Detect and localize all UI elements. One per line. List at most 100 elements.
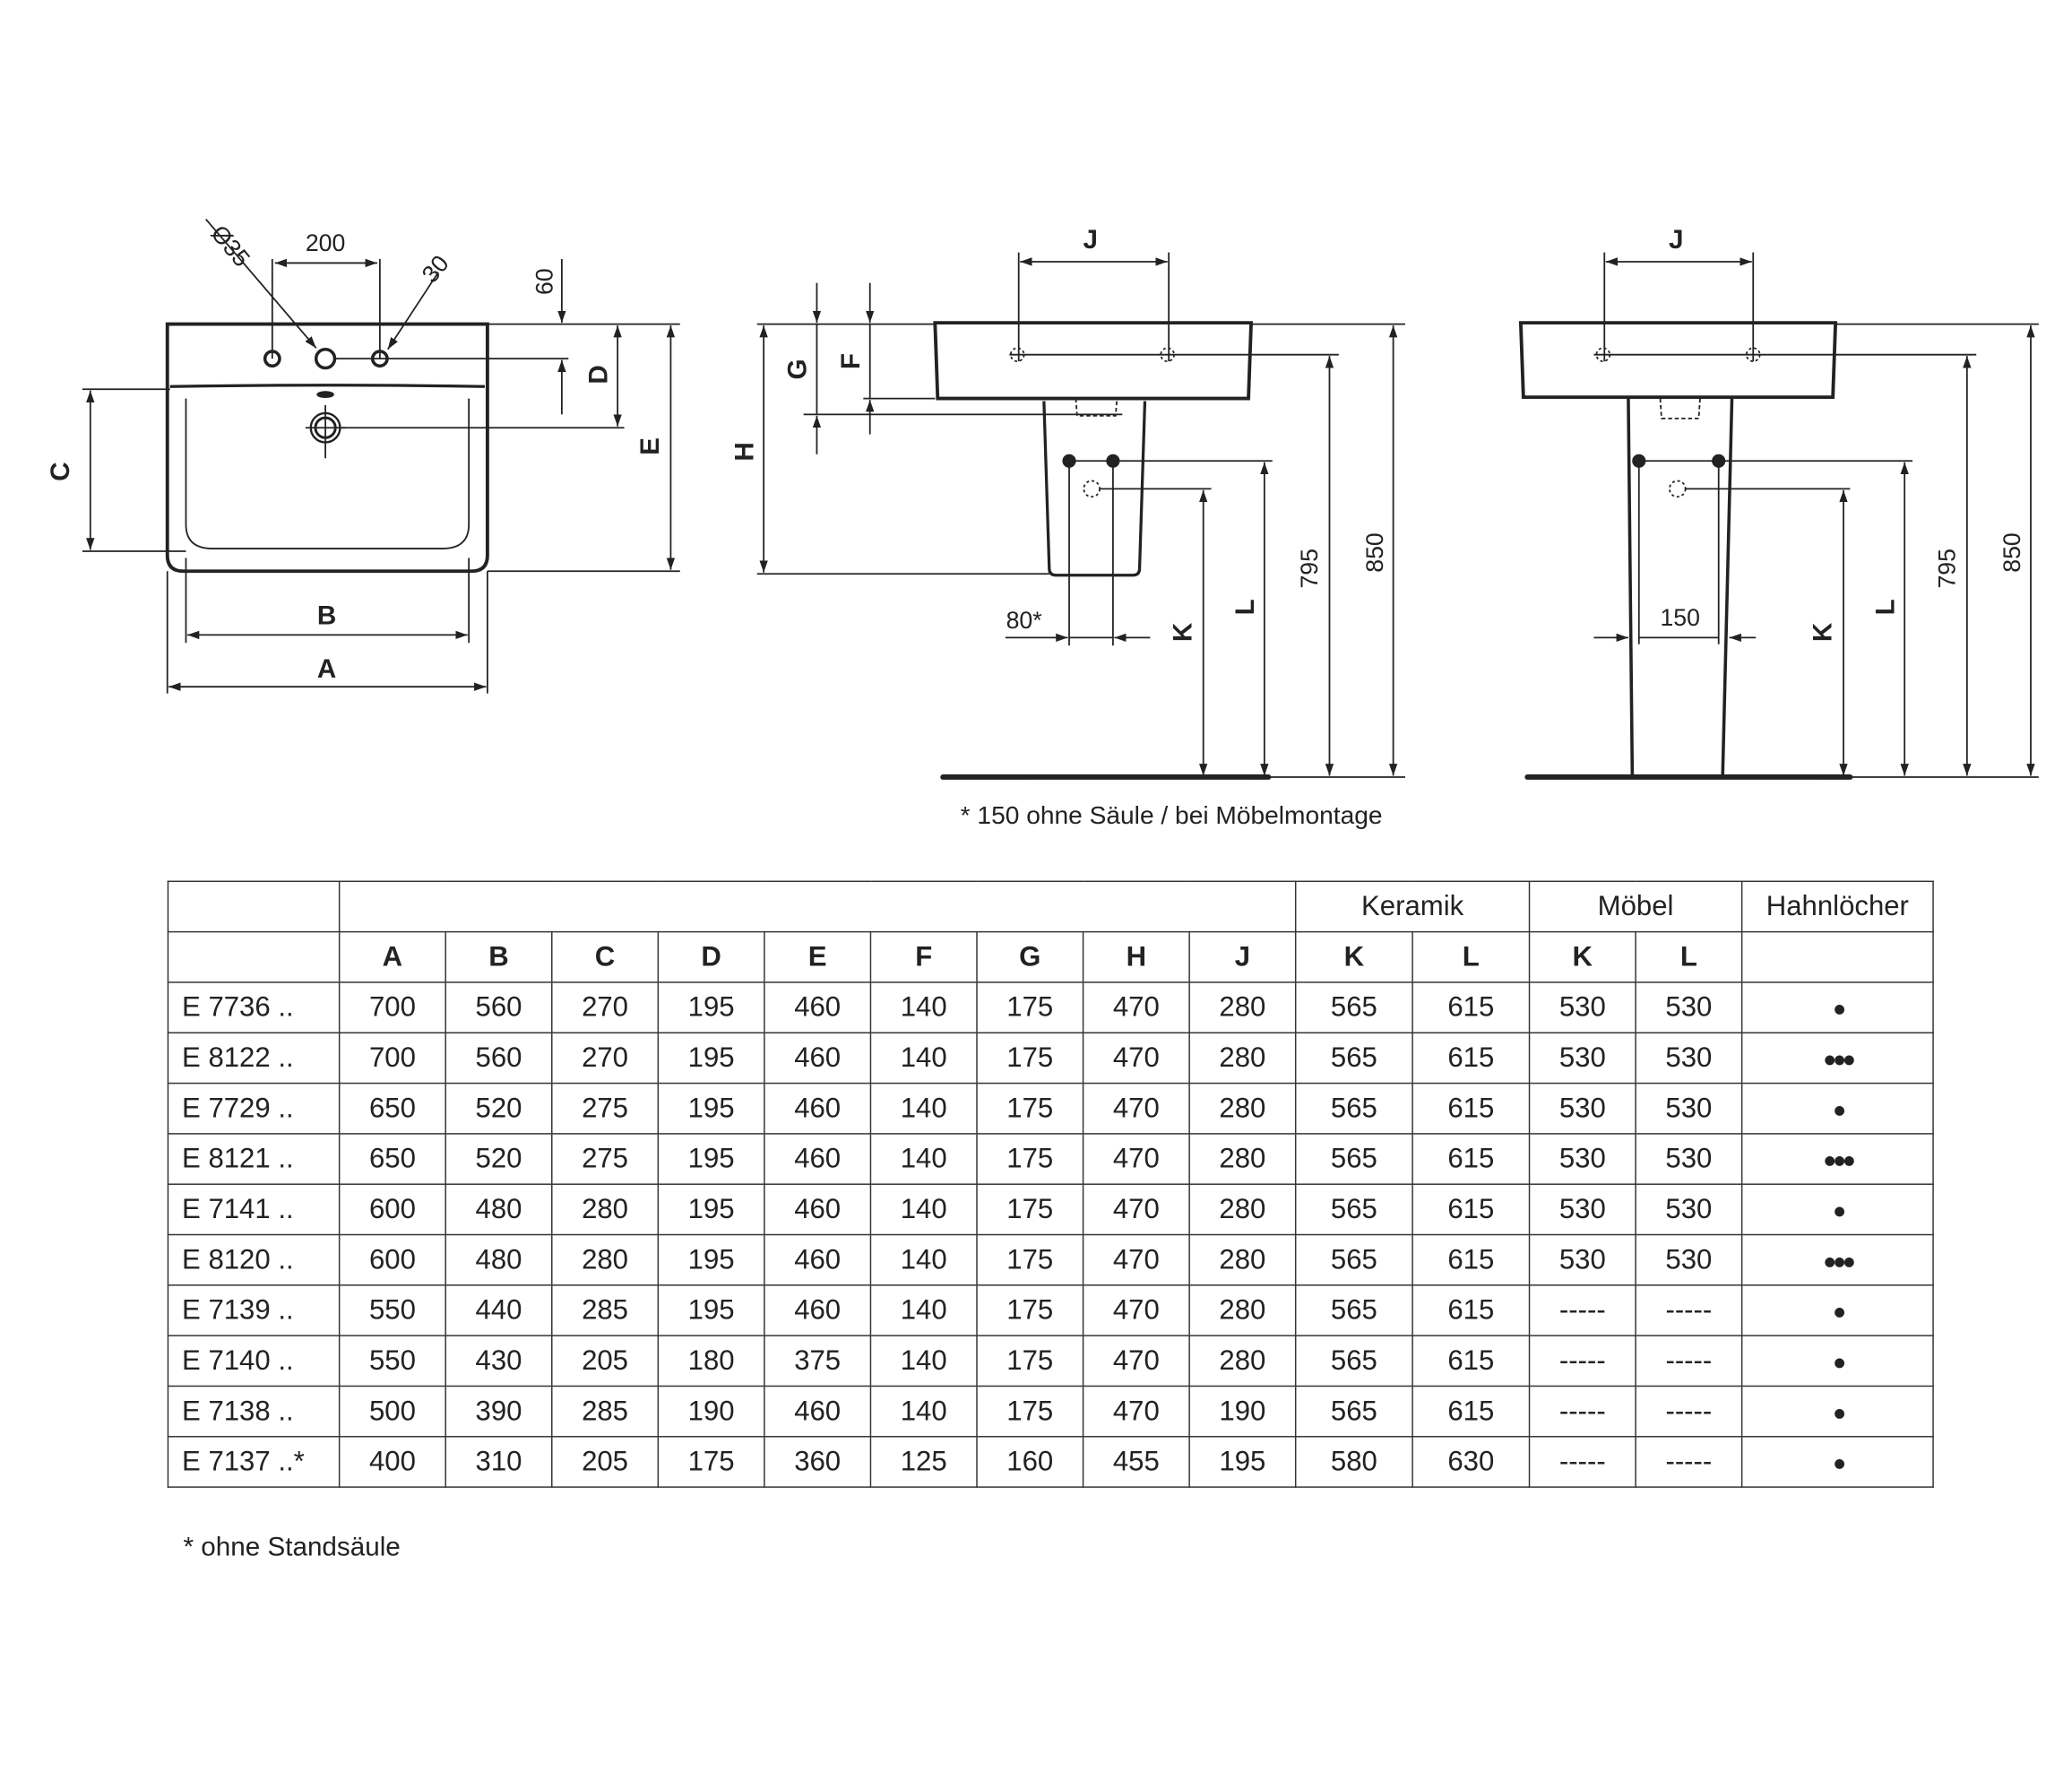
cell-g: 175 <box>976 1284 1084 1336</box>
cell-c: 280 <box>551 1183 660 1236</box>
cell-g: 175 <box>976 1183 1084 1236</box>
cell-h: 470 <box>1082 1233 1190 1286</box>
cell-f: 140 <box>869 1032 978 1085</box>
column-header-l: L <box>1412 930 1531 983</box>
cell-d: 195 <box>657 1082 765 1135</box>
cell-k: 530 <box>1528 1183 1636 1236</box>
cell-b: 520 <box>445 1133 553 1185</box>
cell-h: 470 <box>1082 1133 1190 1185</box>
hole-small-label: 30 <box>417 250 454 288</box>
tap-hole-dots-icon: ● <box>1832 1298 1846 1324</box>
cell-k: 530 <box>1528 1233 1636 1286</box>
group-header-row: Keramik Möbel Hahnlöcher <box>167 880 1934 933</box>
cell-a: 650 <box>338 1133 446 1185</box>
tap-hole-dots-icon: ● <box>1832 1197 1846 1223</box>
column-header-j: J <box>1188 930 1297 983</box>
tap-holes-cell: ● <box>1740 981 1934 1033</box>
column-header-g: G <box>976 930 1084 983</box>
cell-l: ----- <box>1635 1335 1743 1387</box>
cell-b: 430 <box>445 1335 553 1387</box>
cell-g: 175 <box>976 1335 1084 1387</box>
side-dim-label-j: J <box>1083 225 1097 255</box>
dimension-drawings: 200 Ø35 30 60 D E C B A J G F H K L 795 … <box>46 218 2039 829</box>
cell-l: ----- <box>1635 1284 1743 1336</box>
side-dim-label-k: K <box>1168 622 1197 642</box>
cell-l: 615 <box>1412 981 1531 1033</box>
cell-c: 270 <box>551 1032 660 1085</box>
cell-e: 375 <box>764 1335 872 1387</box>
empty-cell <box>167 930 341 983</box>
cell-a: 600 <box>338 1183 446 1236</box>
cell-c: 275 <box>551 1082 660 1135</box>
cell-e: 460 <box>764 1284 872 1336</box>
cell-k: 565 <box>1294 1183 1413 1236</box>
model-number: E 8121 .. <box>167 1133 341 1185</box>
empty-cell <box>1740 930 1934 983</box>
tap-holes-cell: ● <box>1740 1082 1934 1135</box>
front-height-850: 850 <box>1999 532 2025 572</box>
hole-offset-label: 60 <box>531 268 558 295</box>
cell-k: ----- <box>1528 1335 1636 1387</box>
cell-k: 565 <box>1294 1284 1413 1336</box>
side-height-795: 795 <box>1296 549 1323 588</box>
cell-h: 470 <box>1082 1335 1190 1387</box>
cell-l: 530 <box>1635 1183 1743 1236</box>
cell-a: 400 <box>338 1436 446 1488</box>
side-dim-label-h: H <box>730 442 759 461</box>
tap-holes-cell: ●●● <box>1740 1233 1934 1286</box>
cell-j: 280 <box>1188 1335 1297 1387</box>
cell-k: 565 <box>1294 1032 1413 1085</box>
front-dim-label-j: J <box>1669 225 1683 255</box>
cell-d: 190 <box>657 1385 765 1438</box>
cell-k: 530 <box>1528 1133 1636 1185</box>
cell-l: 615 <box>1412 1284 1531 1336</box>
cell-j: 280 <box>1188 1032 1297 1085</box>
cell-h: 470 <box>1082 981 1190 1033</box>
column-header-k: K <box>1528 930 1636 983</box>
tap-hole-dots-icon: ● <box>1832 1096 1846 1122</box>
cell-d: 195 <box>657 1133 765 1185</box>
cell-j: 280 <box>1188 1082 1297 1135</box>
side-dim-label-l: L <box>1230 599 1260 615</box>
cell-k: 565 <box>1294 1385 1413 1438</box>
dim-label-c: C <box>46 462 75 480</box>
cell-c: 285 <box>551 1284 660 1336</box>
tap-hole-dots-icon: ● <box>1832 1399 1846 1425</box>
cell-h: 470 <box>1082 1032 1190 1085</box>
cell-b: 480 <box>445 1183 553 1236</box>
side-dim-label-f: F <box>836 353 866 369</box>
cell-b: 310 <box>445 1436 553 1488</box>
cell-l: 615 <box>1412 1335 1531 1387</box>
column-header-a: A <box>338 930 446 983</box>
column-header-b: B <box>445 930 553 983</box>
cell-d: 180 <box>657 1335 765 1387</box>
cell-k: 530 <box>1528 1032 1636 1085</box>
side-spacing-80: 80* <box>1006 607 1042 634</box>
cell-e: 460 <box>764 981 872 1033</box>
tap-hole-dots-icon: ●●● <box>1823 1046 1856 1072</box>
tap-holes-cell: ●●● <box>1740 1032 1934 1085</box>
tap-holes-cell: ● <box>1740 1183 1934 1236</box>
cell-f: 140 <box>869 1385 978 1438</box>
cell-l: 615 <box>1412 1082 1531 1135</box>
table-footnote: * ohne Standsäule <box>183 1533 401 1562</box>
cell-g: 175 <box>976 1032 1084 1085</box>
column-header-l: L <box>1635 930 1743 983</box>
cell-f: 140 <box>869 981 978 1033</box>
cell-a: 550 <box>338 1284 446 1336</box>
hole-spacing-label: 200 <box>306 229 345 256</box>
tap-hole-dots-icon: ●●● <box>1823 1248 1856 1274</box>
cell-b: 440 <box>445 1284 553 1336</box>
cell-l: 615 <box>1412 1133 1531 1185</box>
model-number: E 7139 .. <box>167 1284 341 1336</box>
cell-l: 530 <box>1635 1032 1743 1085</box>
